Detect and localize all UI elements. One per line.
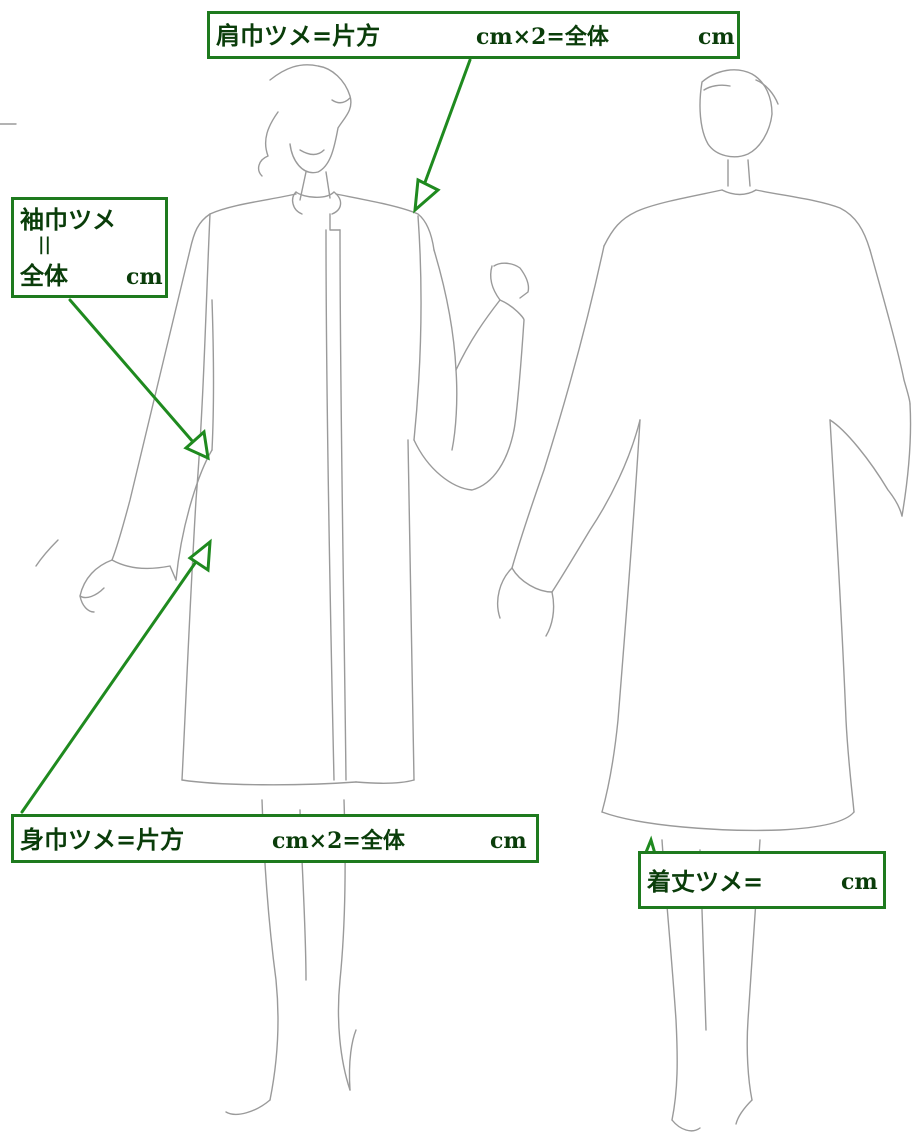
body-width-title: 身巾ツメ=片方 bbox=[20, 825, 185, 854]
sleeve-width-title: 袖巾ツメ bbox=[20, 205, 116, 234]
coat-length-title: 着丈ツメ= bbox=[647, 867, 764, 896]
body-width-unit: cm bbox=[490, 828, 527, 854]
back-figure bbox=[496, 69, 912, 1132]
shoulder-width-title: 肩巾ツメ=片方 bbox=[216, 21, 381, 50]
shoulder-width-unit: cm bbox=[698, 24, 735, 50]
sleeve-arrow-head bbox=[183, 429, 210, 461]
coat-length-label: 着丈ツメ= cm bbox=[638, 851, 886, 909]
coat-length-unit: cm bbox=[841, 869, 878, 895]
shoulder-arrow-line bbox=[418, 58, 472, 198]
body-arrow-head bbox=[187, 538, 212, 573]
body-width-label: 身巾ツメ=片方 cm×2=全体 cm bbox=[11, 814, 539, 863]
sleeve-arrow-line bbox=[68, 298, 202, 452]
sleeve-width-unit: cm bbox=[126, 264, 163, 290]
shoulder-width-label: 肩巾ツメ=片方 cm×2=全体 cm bbox=[207, 11, 740, 59]
body-width-half: cm×2=全体 bbox=[272, 828, 405, 854]
body-arrow-line bbox=[20, 554, 202, 814]
sleeve-width-total: 全体 bbox=[20, 261, 68, 290]
sleeve-width-label: 袖巾ツメ || 全体 cm bbox=[11, 197, 168, 298]
sleeve-width-equals: || bbox=[38, 234, 52, 255]
shoulder-arrow-head bbox=[413, 177, 441, 214]
shoulder-width-half: cm×2=全体 bbox=[476, 24, 609, 50]
